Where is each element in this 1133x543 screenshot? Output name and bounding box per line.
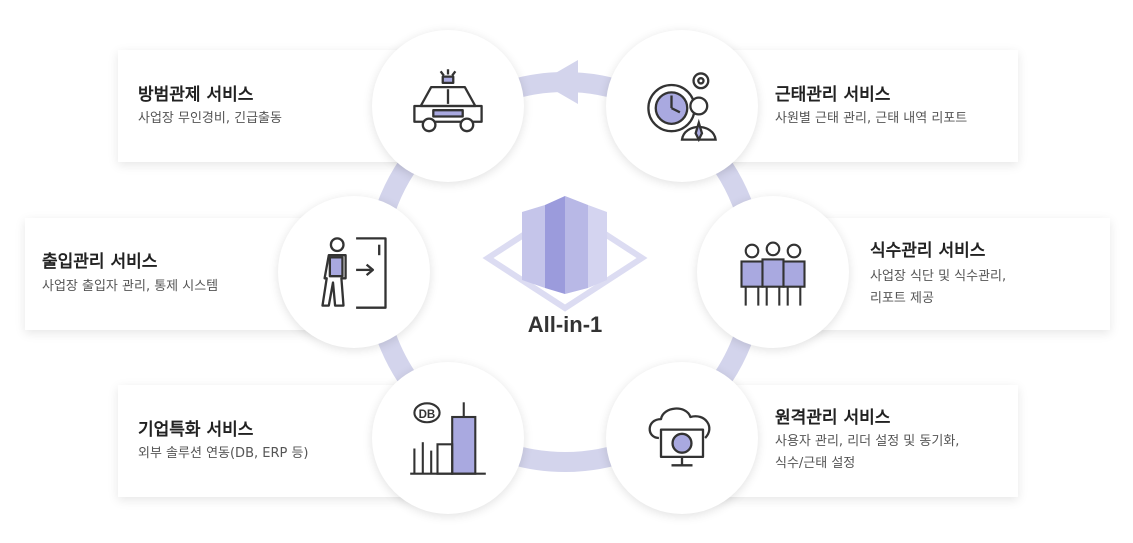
center-label: All-in-1 — [527, 312, 603, 337]
card-desc: 사용자 관리, 리더 설정 및 동기화, — [775, 434, 960, 449]
circle-security — [372, 30, 524, 182]
card-desc: 사원별 근태 관리, 근태 내역 리포트 — [775, 111, 968, 126]
circle-attendance — [606, 30, 758, 182]
circle-remote — [606, 362, 758, 514]
circle-access — [278, 196, 430, 348]
clock-employee-gear-icon — [647, 72, 717, 143]
card-title: 원격관리 서비스 — [775, 408, 891, 428]
db-buildings-icon: DB — [410, 402, 486, 475]
police-car-icon — [413, 69, 483, 133]
circle-meal — [697, 196, 849, 348]
workers-group-icon — [740, 241, 806, 306]
card-desc: 식수/근태 설정 — [775, 456, 856, 471]
card-desc: 사업장 출입자 관리, 통제 시스템 — [42, 279, 219, 294]
circle-enterprise: DB — [372, 362, 524, 514]
card-title: 식수관리 서비스 — [870, 241, 986, 261]
card-title: 방범관제 서비스 — [138, 85, 254, 105]
card-title: 근태관리 서비스 — [775, 85, 891, 105]
card-desc: 외부 솔루션 연동(DB, ERP 등) — [138, 446, 309, 461]
card-desc: 사업장 식단 및 식수관리, — [870, 269, 1007, 284]
svg-text:DB: DB — [419, 409, 436, 421]
person-entering-door-icon — [321, 237, 387, 309]
all-in-one-logo-icon — [482, 196, 648, 312]
cloud-monitor-icon — [648, 407, 711, 467]
card-desc: 리포트 제공 — [870, 291, 934, 306]
card-title: 기업특화 서비스 — [138, 420, 254, 440]
cycle-arrow-icon — [540, 60, 578, 104]
card-desc: 사업장 무인경비, 긴급출동 — [138, 111, 282, 126]
card-title: 출입관리 서비스 — [42, 252, 158, 272]
